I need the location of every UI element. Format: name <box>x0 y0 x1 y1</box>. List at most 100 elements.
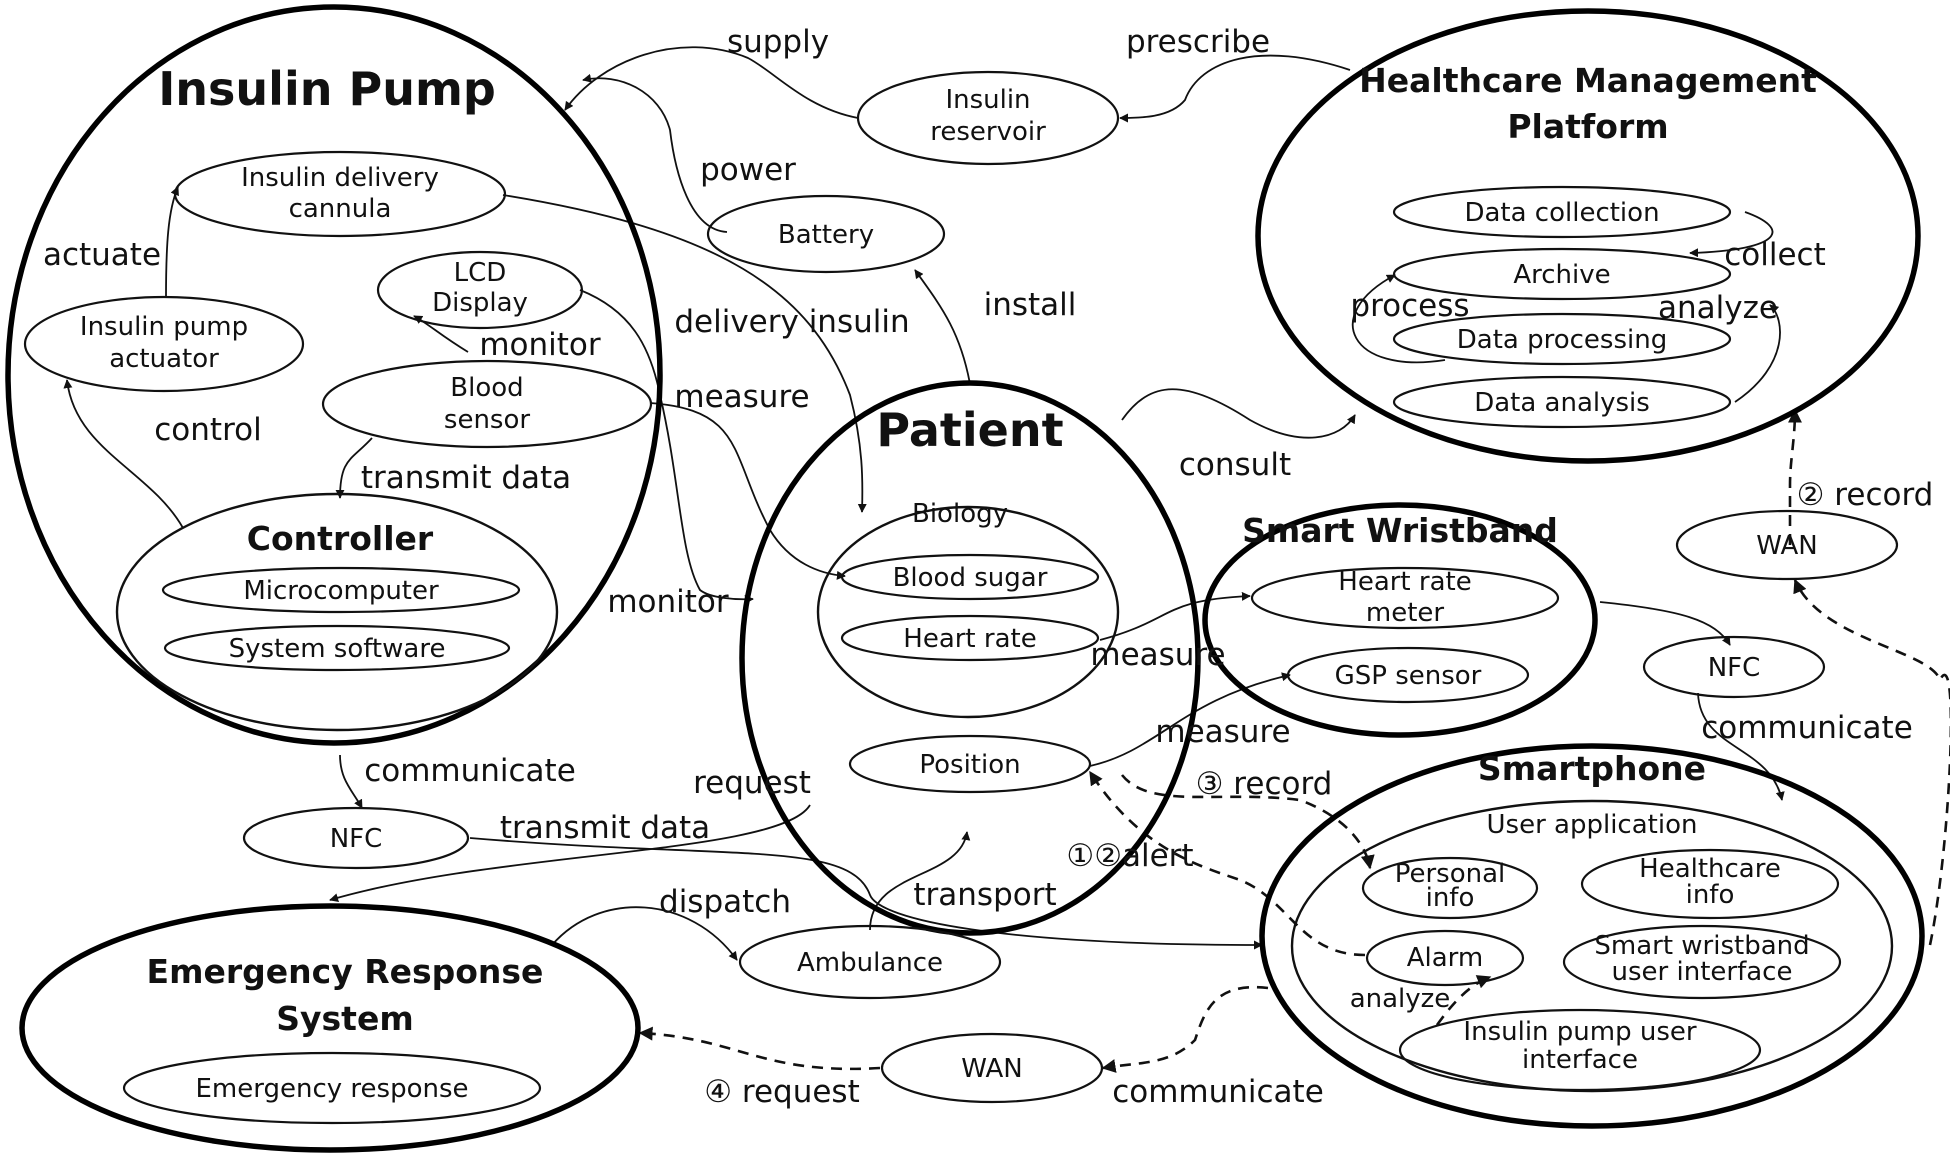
edge-record-wan <box>1787 408 1802 545</box>
node-microcomputer: Microcomputer <box>161 566 521 614</box>
edge-label-communicate-nfc-left: communicate <box>364 753 576 789</box>
node-heart-rate-meter: Heart rate meter <box>1250 566 1560 630</box>
edge-label-collect: collect <box>1724 237 1826 273</box>
node-system-software: System software <box>163 624 511 672</box>
smartphone-system: Smartphone User application Personal inf… <box>1259 743 1925 1129</box>
edge-analyze-alarm <box>1435 975 1492 1026</box>
user-application-label: User application <box>1487 810 1698 840</box>
edge-label-monitor-lcd: monitor <box>479 327 601 363</box>
edge-process <box>1351 274 1446 364</box>
node-label: Data collection <box>1464 198 1659 228</box>
node-wan-bottom: WAN <box>880 1032 1104 1104</box>
edge-analyze <box>1734 304 1781 403</box>
node-label: Insulin delivery <box>241 163 439 193</box>
node-alarm: Alarm <box>1365 929 1525 987</box>
smartphone-boundary <box>1259 743 1925 1129</box>
edge-label-monitor-patient: monitor <box>607 584 729 620</box>
node-data-analysis: Data analysis <box>1392 375 1732 429</box>
edge-label-measure-blood: measure <box>674 379 809 415</box>
edge-label-measure-gsp: measure <box>1155 714 1290 750</box>
healthcare-platform-title-line1: Healthcare Management <box>1359 61 1817 100</box>
node-battery: Battery <box>706 194 946 274</box>
edge-label-consult: consult <box>1179 447 1291 483</box>
node-label: System software <box>229 634 446 664</box>
node-label: Ambulance <box>797 948 943 978</box>
node-personal-info: Personal info <box>1361 856 1539 920</box>
node-label: Emergency response <box>196 1074 469 1104</box>
edge-label-dispatch: dispatch <box>659 884 791 920</box>
node-blood-sensor: Blood sensor <box>321 359 653 449</box>
edge-actuate <box>165 186 179 299</box>
node-data-collection: Data collection <box>1392 185 1732 239</box>
edge-transmit-data-controller <box>335 437 373 499</box>
emergency-response-title-line1: Emergency Response <box>147 952 544 991</box>
edge-install <box>914 269 971 385</box>
edge-smartphone-to-wan <box>1101 985 1269 1073</box>
edge-collect <box>1689 211 1774 258</box>
node-label: Heart rate <box>903 624 1036 654</box>
edge-measure-blood <box>649 402 846 580</box>
edge-label-supply: supply <box>727 24 829 60</box>
controller-boundary <box>115 492 559 732</box>
healthcare-platform-boundary <box>1255 8 1921 464</box>
node-smart-wristband-ui: Smart wristband user interface <box>1562 924 1842 1000</box>
edge-label-actuate: actuate <box>43 237 161 273</box>
edge-label-transport: transport <box>913 877 1056 913</box>
node-archive: Archive <box>1392 247 1732 301</box>
node-healthcare-info: Healthcare info <box>1580 848 1840 920</box>
emergency-response-boundary <box>19 903 641 1153</box>
edge-control <box>63 379 184 529</box>
edge-label-measure-heart: measure <box>1090 637 1225 673</box>
connectors <box>63 46 1950 1073</box>
controller-title: Controller <box>247 519 434 558</box>
node-emergency-response: Emergency response <box>122 1051 542 1125</box>
node-label: WAN <box>961 1054 1023 1084</box>
insulin-pump-title: Insulin Pump <box>158 62 496 116</box>
node-label: Blood sugar <box>893 563 1048 593</box>
edge-label-power: power <box>700 152 796 188</box>
node-label: Personal <box>1395 859 1506 889</box>
edge-label-record-wan: ② record <box>1797 477 1934 513</box>
edge-lcd-monitor-patient <box>579 289 754 604</box>
emergency-response-system: Emergency Response System Emergency resp… <box>19 903 641 1153</box>
node-label: actuator <box>109 344 219 374</box>
node-label: sensor <box>444 405 530 435</box>
smart-wristband-title: Smart Wristband <box>1242 511 1558 550</box>
edge-record-smartphone <box>1120 774 1375 870</box>
edge-heart-measure <box>1099 591 1251 641</box>
node-lcd-display: LCD Display <box>376 250 584 330</box>
edge-gsp-measure <box>1089 672 1291 767</box>
edge-label-communicate-wan: communicate <box>1112 1074 1324 1110</box>
biology-label: Biology <box>912 499 1008 529</box>
node-gsp-sensor: GSP sensor <box>1286 646 1530 704</box>
node-data-processing: Data processing <box>1392 312 1732 366</box>
node-wan-top: WAN <box>1675 509 1899 581</box>
node-label: Alarm <box>1407 943 1484 973</box>
node-insulin-delivery-cannula: Insulin delivery cannula <box>173 150 507 238</box>
node-label: Position <box>919 750 1020 780</box>
node-ambulance: Ambulance <box>738 924 1002 1000</box>
edge-label-request-emergency: ④ request <box>704 1074 859 1110</box>
node-position: Position <box>848 734 1092 794</box>
edge-label-communicate-nfc-right: communicate <box>1701 710 1913 746</box>
node-label: reservoir <box>930 117 1046 147</box>
node-label: Heart rate <box>1338 567 1471 597</box>
patient-title: Patient <box>876 403 1063 457</box>
edge-label-alert: ①②alert <box>1066 838 1193 874</box>
edge-label-process: process <box>1350 288 1469 324</box>
edge-label-control: control <box>154 412 261 448</box>
edge-dispatch <box>551 906 738 961</box>
node-label: Archive <box>1513 260 1610 290</box>
node-label: GSP sensor <box>1335 661 1482 691</box>
node-label: Data analysis <box>1474 388 1650 418</box>
edge-label-delivery-insulin: delivery insulin <box>674 304 909 340</box>
node-insulin-pump-actuator: Insulin pump actuator <box>23 295 305 393</box>
smart-wristband-system: Smart Wristband Heart rate meter GSP sen… <box>1202 502 1598 738</box>
node-label: Insulin <box>945 85 1030 115</box>
edge-label-record-smartphone: ③ record <box>1196 766 1333 802</box>
edge-monitor-lcd <box>413 315 469 353</box>
edge-label-request: request <box>693 765 811 801</box>
node-label: NFC <box>1708 653 1761 683</box>
insulin-pump-boundary <box>5 4 663 746</box>
